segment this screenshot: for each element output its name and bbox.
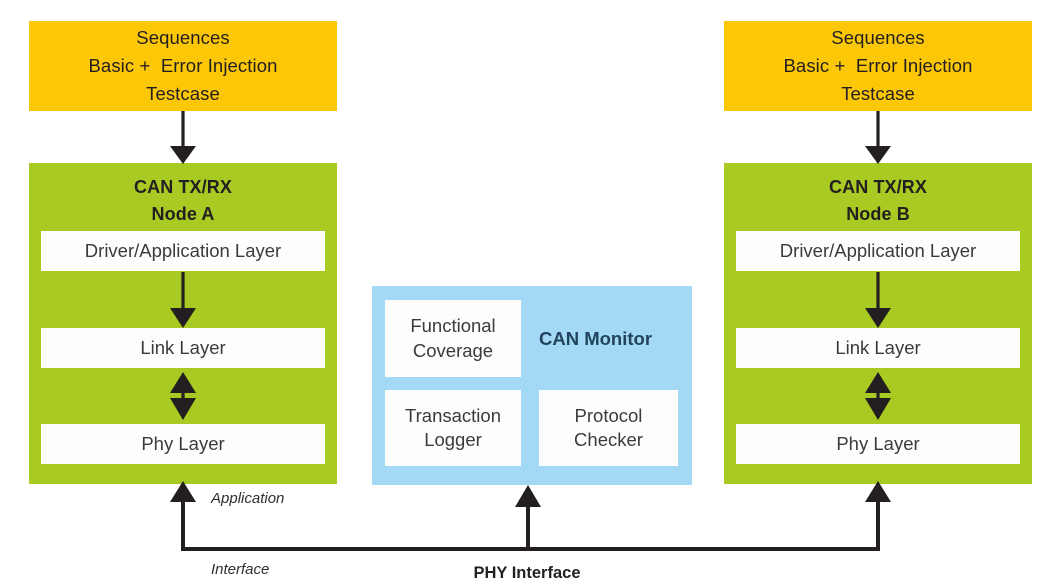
node-a-application-interface-line2: Interface bbox=[211, 561, 270, 579]
sequences-right-line3: Testcase bbox=[841, 83, 915, 105]
protocol-checker-block: Protocol Checker bbox=[539, 390, 678, 466]
phy-interface-label: PHY Interface bbox=[473, 564, 581, 582]
functional-coverage-block: Functional Coverage bbox=[385, 300, 521, 377]
node-b-phy-label: Phy Layer bbox=[836, 432, 920, 454]
functional-coverage-line1: Functional bbox=[410, 315, 496, 337]
node-b-driver-application-layer: Driver/Application Layer bbox=[736, 231, 1020, 271]
node-a-phy-layer: Phy Layer bbox=[41, 424, 325, 464]
sequences-left-line2: Basic + Error Injection bbox=[88, 54, 278, 76]
functional-coverage-line2: Coverage bbox=[412, 339, 494, 361]
transaction-logger-line2: Logger bbox=[424, 429, 482, 450]
node-a-title: CAN TX/RX Node A bbox=[29, 174, 337, 228]
can-monitor-title: CAN Monitor bbox=[539, 328, 653, 349]
can-monitor-box: Functional Coverage CAN Monitor Transact… bbox=[372, 286, 692, 485]
sequences-right-line1: Sequences bbox=[831, 26, 925, 48]
node-b-driver-label: Driver/Application Layer bbox=[779, 239, 977, 261]
node-a-application-interface-line1: Application bbox=[211, 490, 285, 508]
arrow-sequences-to-node-a bbox=[170, 111, 196, 164]
sequences-left-line1: Sequences bbox=[136, 26, 230, 48]
arrow-sequences-to-node-b bbox=[865, 111, 891, 164]
sequences-right-line2: Basic + Error Injection bbox=[783, 54, 973, 76]
node-b-link-layer: Link Layer bbox=[736, 328, 1020, 368]
node-a-title-line1: CAN TX/RX bbox=[134, 177, 232, 197]
transaction-logger-line1: Transaction bbox=[405, 404, 501, 426]
node-a-link-layer: Link Layer bbox=[41, 328, 325, 368]
node-a-application-interface-label: Application Interface bbox=[211, 440, 284, 584]
node-b-title: CAN TX/RX Node B bbox=[724, 174, 1032, 228]
sequences-left-line3: Testcase bbox=[146, 83, 220, 105]
node-a-driver-application-layer: Driver/Application Layer bbox=[41, 231, 325, 271]
node-a-driver-label: Driver/Application Layer bbox=[84, 239, 282, 261]
protocol-checker-line1: Protocol bbox=[574, 404, 643, 426]
can-node-a-box: CAN TX/RX Node A Driver/Application Laye… bbox=[29, 163, 337, 578]
node-a-title-line2: Node A bbox=[151, 204, 215, 224]
node-b-phy-layer: Phy Layer bbox=[736, 424, 1020, 464]
transaction-logger-block: Transaction Logger bbox=[385, 390, 521, 466]
node-b-title-line1: CAN TX/RX bbox=[829, 177, 927, 197]
node-a-phy-label: Phy Layer bbox=[141, 432, 225, 454]
sequences-box-left: Sequences Basic + Error Injection Testca… bbox=[29, 21, 337, 111]
sequences-box-right: Sequences Basic + Error Injection Testca… bbox=[724, 21, 1032, 111]
node-b-link-label: Link Layer bbox=[835, 336, 921, 358]
node-a-link-label: Link Layer bbox=[140, 336, 226, 358]
can-node-b-box: CAN TX/RX Node B Driver/Application Laye… bbox=[724, 163, 1032, 484]
node-b-title-line2: Node B bbox=[846, 204, 910, 224]
protocol-checker-line2: Checker bbox=[574, 429, 643, 450]
